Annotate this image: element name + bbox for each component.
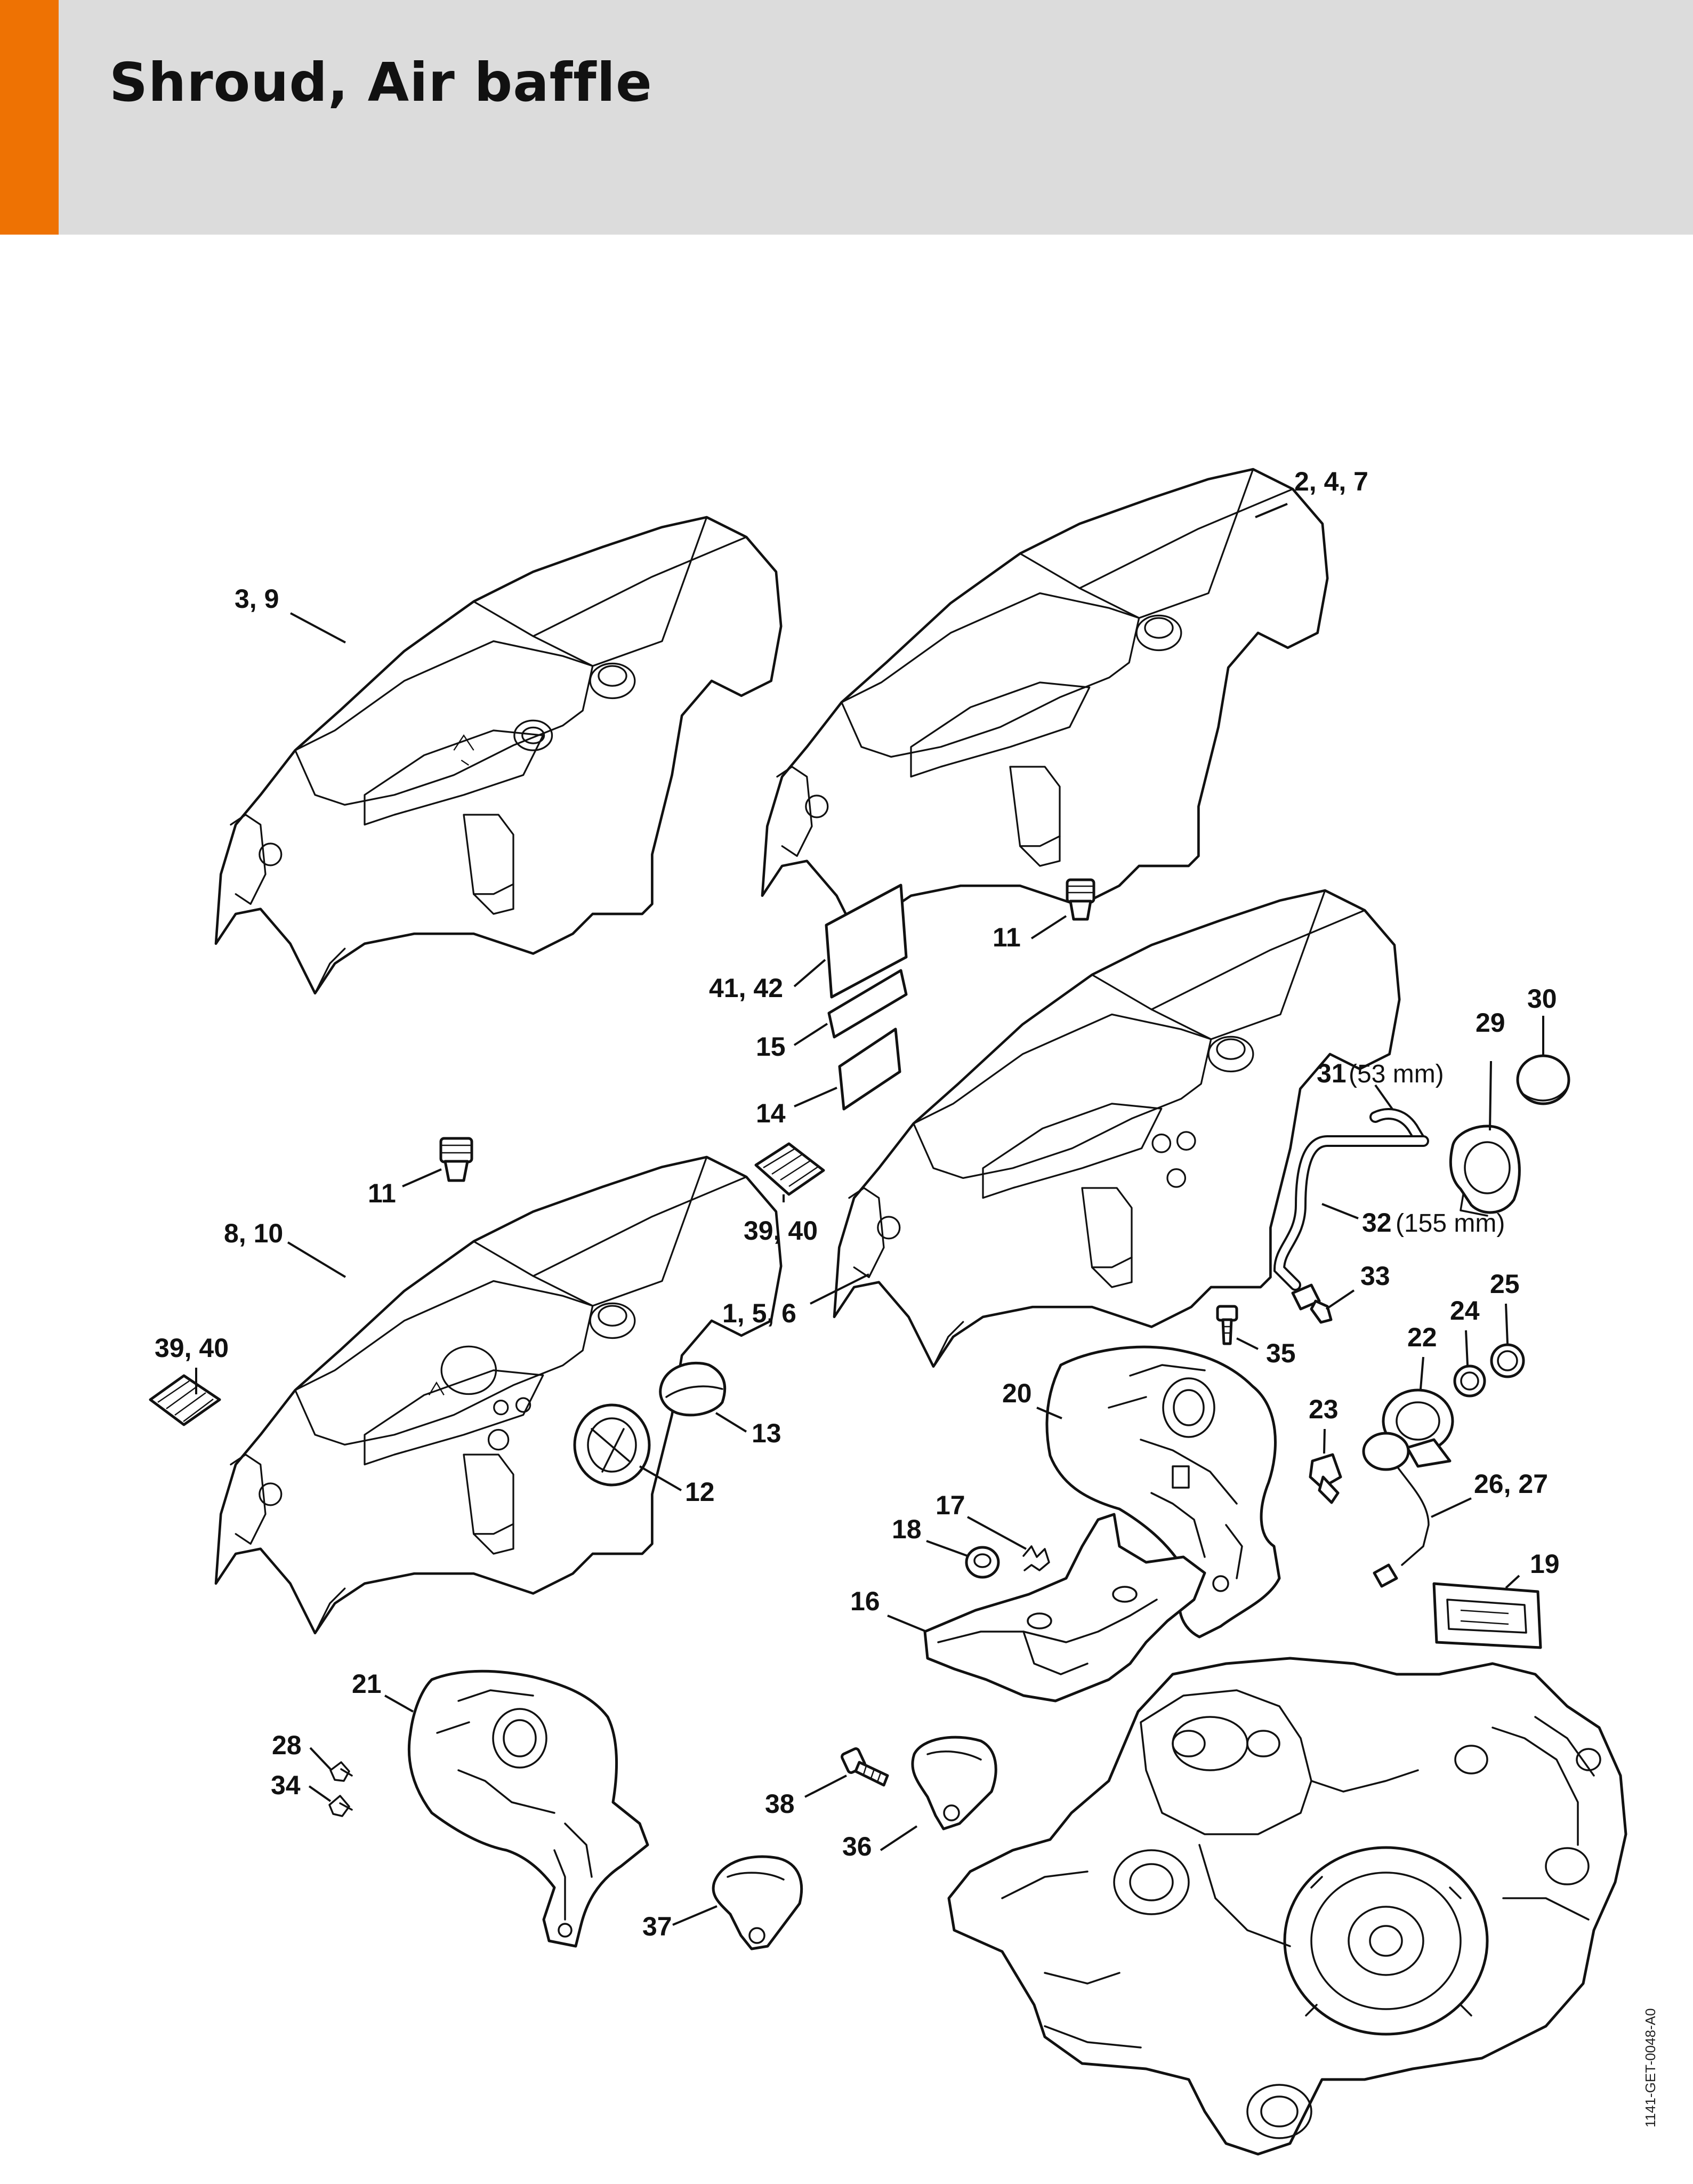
callout-31: 31 [1317, 1058, 1347, 1088]
callout-25: 25 [1490, 1269, 1520, 1299]
shroud-part-2-4-7 [762, 469, 1327, 945]
pad-part-39-40-left [149, 1374, 221, 1426]
callout-35: 35 [1266, 1338, 1296, 1368]
callout-37: 37 [642, 1912, 672, 1941]
leader-lines [195, 503, 1544, 1926]
callout-15: 15 [756, 1032, 786, 1062]
callout-41-42: 41, 42 [709, 973, 783, 1003]
shroud-part-1-5-6 [834, 890, 1399, 1367]
page-header [0, 0, 1693, 235]
engine-assembly [947, 1657, 1627, 2156]
callout-22: 22 [1407, 1322, 1437, 1352]
callout-24: 24 [1450, 1296, 1480, 1326]
plug-part-11-upper [1066, 878, 1095, 921]
valve-part-23 [1309, 1453, 1342, 1504]
callout-12: 12 [685, 1477, 715, 1507]
callout-28: 28 [272, 1730, 302, 1760]
callout-26-27: 26, 27 [1474, 1469, 1548, 1499]
callout-23: 23 [1309, 1394, 1339, 1424]
callout-32: 32 [1362, 1208, 1392, 1238]
clip-part-17 [1022, 1545, 1050, 1571]
callout-39-40-left: 39, 40 [155, 1333, 229, 1363]
bracket-part-37 [712, 1855, 803, 1950]
accent-bar [0, 0, 59, 235]
housing-part-29 [1449, 1125, 1521, 1217]
pad-part-39-40-center [754, 1142, 825, 1196]
callout-11-lower: 11 [368, 1178, 396, 1208]
callout-39-40-center: 39, 40 [744, 1216, 818, 1246]
callout-2-4-7: 2, 4, 7 [1294, 467, 1368, 496]
callout-11-upper: 11 [993, 922, 1021, 952]
callout-21: 21 [352, 1669, 382, 1699]
cable-part-26-27 [1362, 1432, 1430, 1588]
callout-14: 14 [756, 1098, 786, 1128]
bracket-part-36 [911, 1736, 997, 1830]
callout-8-10: 8, 10 [224, 1218, 283, 1248]
callout-19: 19 [1530, 1549, 1560, 1579]
fitting-part-33 [1291, 1283, 1333, 1324]
callout-31-length: (53 mm) [1349, 1060, 1444, 1088]
clip-part-28 [329, 1761, 353, 1782]
clip-part-34 [328, 1795, 353, 1817]
callout-17: 17 [936, 1490, 965, 1520]
cap-part-13 [659, 1361, 727, 1417]
air-baffle-part-20 [1045, 1345, 1281, 1639]
label-sticker-41-42 [825, 884, 908, 999]
hose-part-32 [1273, 1135, 1429, 1291]
page-title: Shroud, Air baffle [109, 51, 652, 114]
shroud-part-3-9 [216, 517, 781, 993]
callout-labels: 3, 9 2, 4, 7 8, 10 1, 5, 6 11 11 41, 42 … [155, 467, 1560, 1941]
label-sticker-14 [838, 1027, 901, 1111]
callout-32-length: (155 mm) [1396, 1209, 1505, 1238]
screw-part-38 [841, 1747, 889, 1787]
callout-33: 33 [1360, 1261, 1390, 1291]
callout-1-5-6: 1, 5, 6 [722, 1298, 796, 1328]
callout-18: 18 [892, 1514, 922, 1544]
hose-part-31 [1369, 1108, 1426, 1147]
callout-34: 34 [271, 1770, 301, 1800]
callout-16: 16 [850, 1586, 880, 1616]
cap-part-30 [1516, 1054, 1570, 1105]
callout-29: 29 [1476, 1008, 1505, 1038]
plate-part-19 [1432, 1582, 1542, 1649]
label-sticker-15 [827, 969, 908, 1039]
callout-36: 36 [842, 1832, 872, 1861]
reference-code: 1141-GET-0048-A0 [1642, 2008, 1658, 2127]
ring-part-25 [1490, 1343, 1525, 1378]
callout-3-9: 3, 9 [235, 584, 279, 614]
screw-part-35 [1216, 1305, 1238, 1345]
callout-13: 13 [752, 1418, 781, 1448]
grommet-part-18 [965, 1546, 1000, 1579]
callout-30: 30 [1527, 984, 1557, 1014]
plug-part-11-lower [439, 1137, 473, 1182]
shroud-part-8-10 [216, 1157, 781, 1633]
callout-20: 20 [1002, 1378, 1032, 1408]
air-baffle-part-21 [407, 1669, 649, 1948]
callout-38: 38 [765, 1789, 795, 1819]
ring-part-24 [1453, 1364, 1486, 1398]
air-baffle-part-16 [923, 1513, 1206, 1703]
knob-part-12 [573, 1403, 651, 1487]
